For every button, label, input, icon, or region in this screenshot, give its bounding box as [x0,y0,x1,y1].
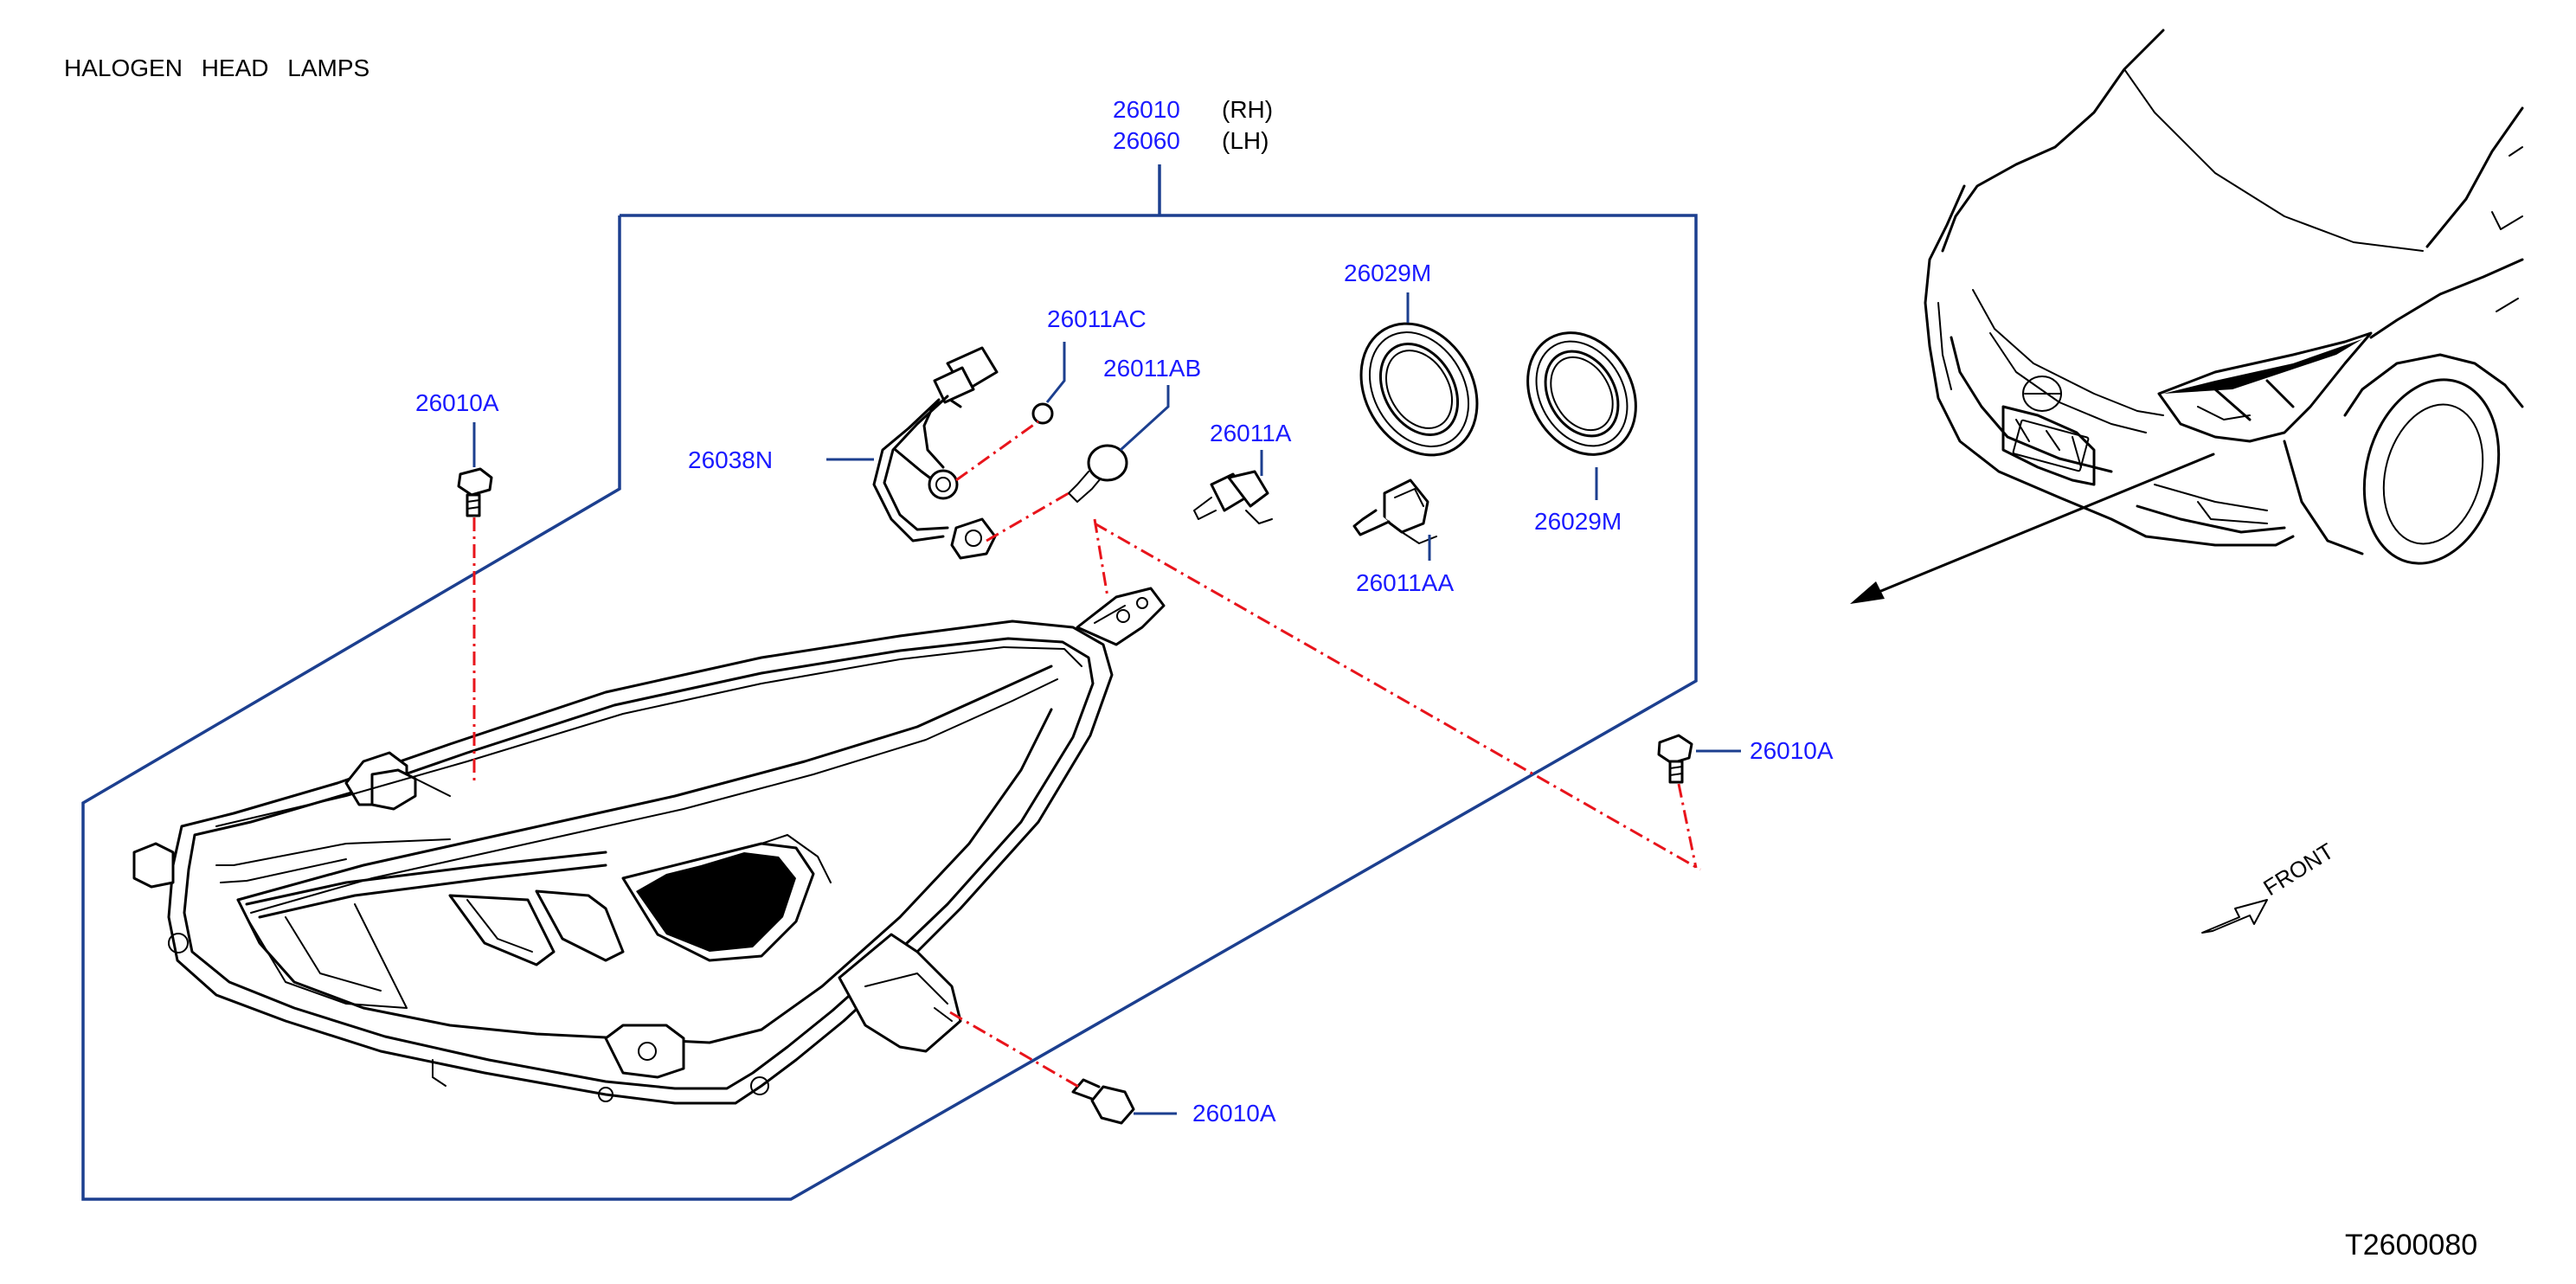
dash-line-26011ab [986,491,1070,542]
part-number-26010-rh[interactable]: 26010 [1113,96,1180,123]
vehicle-pointer-arrow [1860,453,2215,600]
headlamp-assembly-drawing [132,587,1166,1105]
bolt-bottom-drawing [1071,1078,1135,1125]
part-number-26011ab[interactable]: 26011AB [1103,355,1201,382]
leader-26011ab [1119,385,1170,452]
part-number-26029m-top[interactable]: 26029M [1344,260,1431,286]
part-number-26060-lh[interactable]: 26060 [1113,127,1180,154]
side-label-rh: (RH) [1222,96,1273,123]
vehicle-front-sketch [1924,29,2524,565]
part-number-26010a-right[interactable]: 26010A [1750,737,1834,764]
bolt-top-left-drawing [457,467,493,517]
dash-line-26011ac [955,420,1039,482]
assembly-frame [81,164,1698,1201]
small-bulb-26011ac-drawing [1031,402,1054,425]
bulb-26011ab-drawing [1068,444,1128,503]
front-label: FRONT [2258,838,2338,901]
part-number-26011ac[interactable]: 26011AC [1047,305,1147,332]
bulb-26011a-drawing [1193,470,1273,524]
dash-line-to-right-bolt [1094,522,1701,871]
part-number-26029m-right[interactable]: 26029M [1534,508,1622,535]
dash-line-26010a-right [1677,783,1698,869]
seal-ring-left-drawing [1359,322,1479,457]
vehicle-pointer-arrowhead [1850,581,1885,604]
front-direction-arrow [2201,899,2268,934]
dash-line-26010a-bottom [949,1011,1082,1090]
bulb-26011aa-drawing [1352,478,1437,544]
diagram-reference-number: T2600080 [2345,1229,2477,1262]
harness-drawing [872,346,999,560]
diagram-title: HALOGEN HEAD LAMPS [64,55,369,81]
part-number-26038n[interactable]: 26038N [688,446,773,473]
dash-line-socket [1093,518,1109,598]
side-label-lh: (LH) [1222,127,1269,154]
part-number-26011aa[interactable]: 26011AA [1356,569,1454,596]
part-number-26010a-bottom[interactable]: 26010A [1192,1100,1276,1127]
part-number-26011a[interactable]: 26011A [1210,420,1292,446]
leader-26011ac [1045,342,1066,403]
seal-ring-right-drawing [1526,331,1637,456]
bolt-right-drawing [1657,734,1693,784]
part-number-26010a-top-left[interactable]: 26010A [415,389,499,416]
